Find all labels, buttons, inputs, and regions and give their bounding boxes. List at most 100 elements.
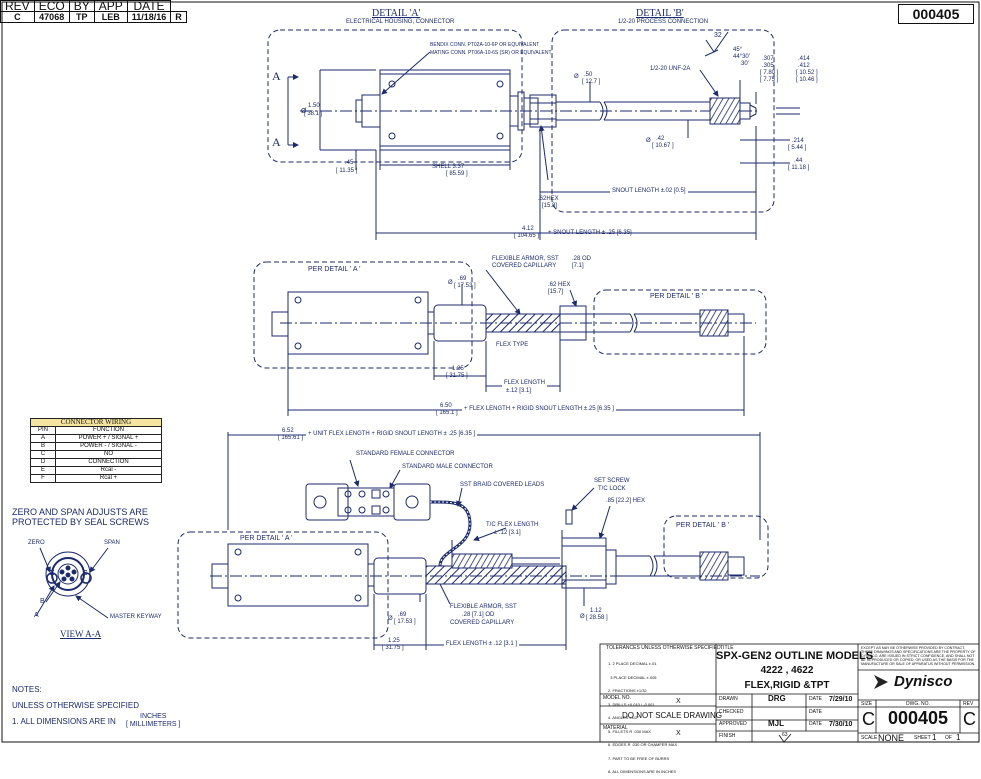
dia-42-symbol: Ø (646, 138, 651, 144)
tpt-len125-mm: [ 31.75 ] (382, 645, 404, 651)
title-line-3: FLEX,RIGID &TPT (744, 680, 830, 691)
finish-label: FINISH (719, 733, 736, 739)
flex-dia-symbol: Ø (448, 280, 453, 286)
tpt-flex-length: FLEX LENGTH ± .12 [3.1 ] (444, 641, 519, 648)
rev-value: C (963, 709, 976, 729)
tol-header: TOLERANCES UNLESS OTHERWISE SPECIFIED (606, 645, 721, 651)
dim-305: .305 (762, 63, 774, 69)
female-connector-label: STANDARD FEMALE CONNECTOR (356, 451, 455, 457)
flex-len125-mm: [ 31.75 ] (446, 373, 468, 379)
tol-line: 3. DRILLS +0.010 / -0.001 (608, 701, 655, 707)
detail-a-note-1: BENDIX CONN. PT02A-10-6P OR EQUIVALENT (430, 42, 540, 48)
dia-50-symbol: Ø (574, 74, 579, 80)
approved-date: 7/30/10 (829, 721, 853, 728)
tol-line: 2. FRACTIONS ±1/32 (608, 688, 647, 693)
overall-1-mm: [ 104.65 ] (514, 233, 540, 239)
wiring-function: NO (55, 450, 162, 459)
confidential-notice: EXCEPT AS MAY BE OTHERWISE PROVIDED BY C… (861, 646, 976, 666)
revision-block: REV ECO BY APP DATE C 47068 TP LEB 11/18… (0, 0, 187, 23)
rev-marker: R (170, 11, 187, 23)
wiring-pin: C (30, 450, 56, 459)
detail-a-housing (379, 69, 511, 151)
detail-b-title: DETAIL 'B' (636, 8, 684, 19)
flex-dia-in: .69 (458, 276, 467, 282)
dim-1046: [ 10.46 ] (796, 77, 818, 83)
rev-value-by: TP (68, 11, 95, 23)
dim-44: .44 (794, 158, 803, 164)
angle-30: 30' (741, 61, 749, 67)
detail-a-shell-mm: [ 85.59 ] (446, 171, 468, 177)
wiring-pin: F (30, 474, 56, 483)
dim-414: .414 (798, 56, 810, 62)
scale-label: SCALE (861, 735, 878, 741)
detail-a-dia-mm: [ 38.1 ] (304, 111, 323, 117)
detail-a-shell-in: SHELL 3.37 (432, 164, 465, 170)
rev-header-rev: REV (0, 0, 35, 12)
tpt-dia112-in: 1.12 (590, 608, 602, 614)
rev-value-date: 11/18/16 (126, 11, 172, 23)
dim-1118: [ 11.18 ] (788, 165, 810, 171)
title-label: TITLE (720, 645, 734, 651)
wiring-function: Rcal + (55, 474, 162, 483)
snout-length: SNOUT LENGTH ±.02 [0.5] (610, 188, 688, 195)
dia-42-mm: [ 10.67 ] (652, 143, 674, 149)
do-not-scale: DO NOT SCALE DRAWING (622, 711, 723, 720)
wiring-header-pin: PIN (30, 426, 56, 435)
tpt-len125-in: 1.25 (388, 638, 400, 644)
flex-detail-b-boundary (593, 289, 767, 355)
span-label: SPAN (104, 540, 120, 546)
wiring-pin: E (30, 466, 56, 475)
flex-total-mm: [ 165.1 ] (436, 410, 458, 416)
notes-unit-2: [ MILLIMETERS ] (126, 721, 181, 728)
drawn-label: DRAWN (719, 696, 738, 702)
rev-value-eco: 47068 (33, 11, 70, 23)
detail-a-offset-in: .45 (345, 160, 354, 166)
notes-title: NOTES: (12, 685, 42, 694)
tpt-dia69-mm: [ 17.53 ] (394, 619, 416, 625)
tol-line: 4. ANGLES ±1/2° (608, 715, 639, 720)
flex-armor-1: FLEXIBLE ARMOR, SST (492, 256, 559, 262)
s-label: S (83, 570, 88, 577)
finish-value: 63 (782, 732, 788, 738)
sheet-value: 1 (932, 733, 937, 742)
sheet-label: SHEET (914, 735, 931, 741)
dim-307: .307 (762, 56, 774, 62)
angle-44-30: 44°30' (733, 54, 750, 60)
flex-detail-a-boundary (253, 261, 473, 369)
notes-line-2: 1. ALL DIMENSIONS ARE IN (12, 717, 116, 726)
view-aa-title: VIEW A-A (60, 629, 102, 639)
flex-total-note: + FLEX LENGTH + RIGID SNOUT LENGTH ±.25 … (462, 406, 616, 413)
finish-symbol-icon (778, 733, 792, 743)
tpt-armor-3: COVERED CAPILLARY (450, 620, 515, 626)
dim-544: [ 5.44 ] (788, 145, 807, 151)
checked-date-label: DATE (809, 709, 822, 715)
wiring-function: POWER - / SIGNAL - (55, 442, 162, 451)
checked-label: CHECKED (719, 709, 744, 715)
flex-total-in: 6.50 (440, 403, 452, 409)
tol-line: 3 PLACE DECIMAL ±.005 (608, 674, 657, 680)
detail-a-boundary (267, 29, 523, 163)
z-label: Z (50, 570, 55, 577)
tpt-dia69-in: .69 (398, 612, 407, 618)
dim-780: [ 7.80 ] (760, 70, 779, 76)
flex-length-label: FLEX LENGTH (502, 380, 548, 387)
tc-flex-label: T/C FLEX LENGTH (486, 522, 539, 528)
detail-a-subtitle: ELECTRICAL HOUSING, CONNECTOR (346, 19, 455, 25)
flex-len125-in: 1.25 (452, 366, 464, 372)
model-no-label: MODEL NO. (603, 695, 631, 701)
flex-per-detail-b: PER DETAIL ' B ' (650, 293, 704, 300)
tpt-armor-1: FLEXIBLE ARMOR, SST (450, 604, 517, 610)
zero-span-line-1: ZERO AND SPAN ADJUSTS ARE (12, 507, 148, 517)
dia-symbol: Ø (301, 108, 307, 115)
dim-775: [ 7.75 ] (760, 77, 779, 83)
tpt-total-mm: [ 165.61 ] (278, 435, 304, 441)
set-screw-2: T/C LOCK (598, 486, 626, 492)
dwg-label: DWG. NO. (906, 701, 930, 707)
flex-dia-mm: [ 17.53 ] (454, 283, 476, 289)
rev-value-rev: C (0, 11, 35, 23)
of-label: OF (945, 735, 952, 741)
tpt-dia112-symbol: Ø (580, 614, 585, 620)
tpt-per-detail-b: PER DETAIL ' B ' (676, 522, 730, 529)
title-line-2: 4222 , 4622 (760, 665, 814, 676)
